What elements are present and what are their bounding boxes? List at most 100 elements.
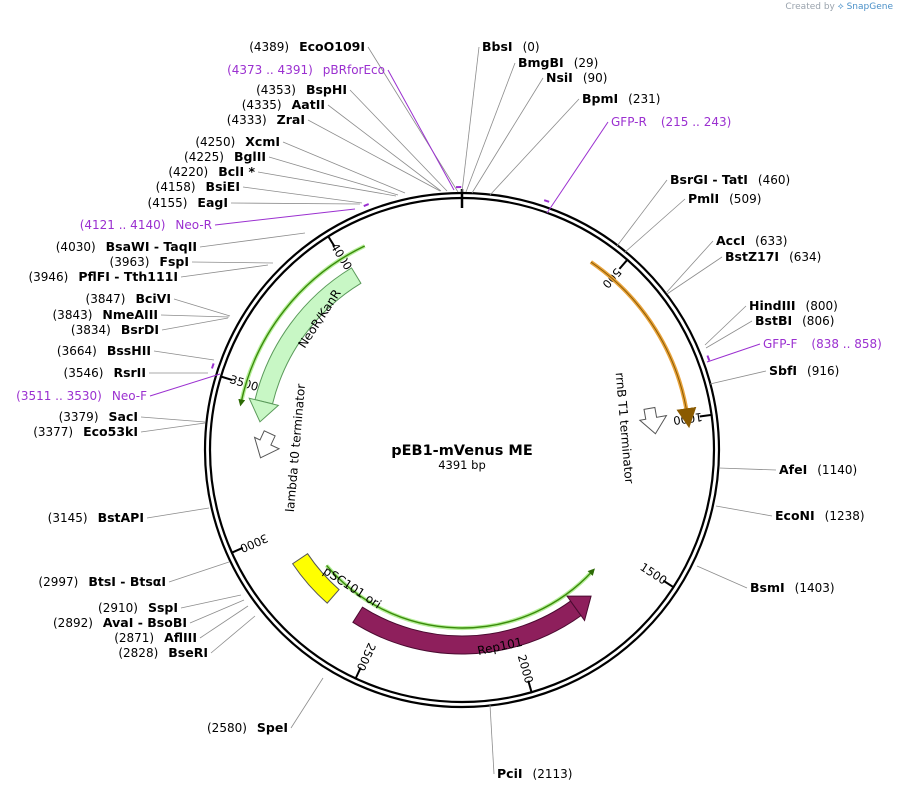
primer-gfp-r[interactable]: GFP-R(215 .. 243) — [543, 115, 731, 214]
site-ecoo109i[interactable]: (4389)EcoO109I — [249, 39, 459, 193]
site-bstz17i[interactable]: BstZ17I(634) — [666, 249, 821, 295]
site-sbfi[interactable]: SbfI(916) — [709, 363, 839, 385]
site-bglii[interactable]: (4225)BglII — [184, 149, 399, 196]
site-position: (3145) — [48, 511, 88, 525]
site-acci[interactable]: AccI(633) — [665, 233, 787, 294]
site-avai[interactable]: (2892)AvaI - BsoBI — [53, 599, 245, 630]
site-bbsi[interactable]: BbsI(0) — [461, 39, 540, 193]
site-name: XcmI — [245, 134, 280, 149]
site-bcivi[interactable]: (3847)BciVI — [86, 291, 231, 317]
lambda-terminator-arrow-icon — [253, 430, 281, 459]
site-position: (2910) — [98, 601, 138, 615]
site-connector — [189, 599, 245, 624]
site-pflfi[interactable]: (3946)PflFI - Tth111I — [28, 264, 269, 284]
snapgene-logo-icon: ⟡ — [837, 2, 844, 12]
site-fspi[interactable]: (3963)FspI — [110, 254, 274, 269]
site-bsawi[interactable]: (4030)BsaWI - TaqII — [56, 232, 306, 254]
site-pmli[interactable]: PmlI(509) — [623, 191, 761, 254]
site-afei[interactable]: AfeI(1140) — [718, 462, 857, 477]
site-connector — [140, 416, 206, 423]
site-bsmi[interactable]: BsmI(1403) — [696, 565, 835, 595]
site-position: (3946) — [28, 270, 68, 284]
site-saci[interactable]: (3379)SacI — [59, 409, 206, 424]
site-label: BpmI(231) — [582, 91, 660, 106]
site-bstbi[interactable]: BstBI(806) — [705, 313, 834, 349]
site-bsphi[interactable]: (4353)BspHI — [256, 82, 448, 192]
site-connector — [709, 370, 767, 385]
primer-label: GFP-F(838 .. 858) — [763, 337, 882, 351]
site-pcii[interactable]: PciI(2113) — [489, 704, 573, 781]
site-connector — [257, 171, 397, 197]
site-zrai[interactable]: (4333) ZraI — [227, 112, 441, 192]
site-aatii[interactable]: (4335)AatII — [242, 97, 442, 192]
primer-bar — [543, 199, 550, 203]
site-bseri[interactable]: (2828)BseRI — [118, 615, 256, 660]
site-sspi[interactable]: (2910)SspI — [98, 594, 242, 615]
site-bsrgi[interactable]: BsrGI - TatI(460) — [616, 172, 790, 247]
site-position: (3379) — [59, 410, 99, 424]
primer-range: (3511 .. 3530) — [16, 389, 102, 403]
primer-label: (4121 .. 4140)Neo-R — [80, 218, 212, 232]
primer-bar — [211, 363, 215, 369]
site-bstapi[interactable]: (3145) BstAPI — [48, 507, 210, 525]
site-label: AfeI(1140) — [779, 462, 857, 477]
site-connector — [465, 62, 516, 193]
site-eco53ki[interactable]: (3377)Eco53kI — [33, 422, 206, 439]
site-bpmi[interactable]: BpmI(231) — [489, 91, 660, 196]
site-nmeaiii[interactable]: (3843)NmeAIII — [53, 307, 230, 322]
neor-kanr-feature — [254, 267, 362, 405]
site-name: AvaI - BsoBI — [103, 615, 187, 630]
site-position: (4353) — [256, 83, 296, 97]
rrnb-terminator-arrow-icon — [638, 406, 668, 435]
site-position: (3377) — [33, 425, 73, 439]
tick-mark — [618, 258, 629, 270]
site-econi[interactable]: EcoNI(1238) — [715, 505, 865, 523]
site-bmgbi[interactable]: BmgBI(29) — [465, 55, 598, 193]
site-label: HindIII (800) — [749, 298, 838, 313]
site-label: (2892)AvaI - BsoBI — [53, 615, 187, 630]
site-bsiei[interactable]: (4158)BsiEI — [156, 179, 363, 204]
site-eagi[interactable]: (4155) EagI — [148, 195, 361, 210]
primer-gfp-f[interactable]: GFP-F(838 .. 858) — [706, 337, 882, 363]
site-connector — [705, 320, 753, 349]
primer-neo-f[interactable]: (3511 .. 3530)Neo-F — [16, 363, 221, 403]
site-label: (2580)SpeI — [207, 720, 288, 735]
primer-pbrforeco[interactable]: (4373 .. 4391)pBRforEco — [227, 63, 462, 191]
site-name: EagI — [197, 195, 228, 210]
site-name: AccI — [716, 233, 745, 248]
site-name: ZraI — [277, 112, 305, 127]
site-xcmi[interactable]: (4250)XcmI — [195, 134, 406, 194]
site-afliii[interactable]: (2871)AflIII — [114, 605, 249, 645]
site-label: (2871)AflIII — [114, 630, 197, 645]
site-label: EcoNI(1238) — [775, 508, 865, 523]
site-name: HindIII — [749, 298, 796, 313]
site-position: (800) — [806, 299, 838, 313]
primer-neo-r[interactable]: (4121 .. 4140)Neo-R — [80, 203, 370, 232]
site-connector — [161, 317, 229, 331]
primer-connector — [706, 343, 761, 363]
site-connector — [191, 261, 274, 264]
site-hindiii[interactable]: HindIII (800) — [704, 298, 838, 346]
primer-label: GFP-R(215 .. 243) — [611, 115, 731, 129]
site-btsi[interactable]: (2997)BtsI - BtsαI — [38, 561, 230, 589]
site-rsrii[interactable]: (3546) RsrII — [64, 365, 208, 380]
site-label: (3834)BsrDI — [71, 322, 159, 337]
site-label: (4158)BsiEI — [156, 179, 240, 194]
site-bcli[interactable]: (4220)BclI * — [168, 164, 397, 197]
site-bsrdi[interactable]: (3834)BsrDI — [71, 317, 229, 337]
site-name: BstAPI — [98, 510, 144, 525]
site-label: BstBI(806) — [755, 313, 834, 328]
site-position: (3546) — [64, 366, 104, 380]
site-spei[interactable]: (2580)SpeI — [207, 677, 324, 735]
site-position: (90) — [583, 71, 608, 85]
site-label: BsmI(1403) — [750, 580, 835, 595]
site-position: (4333) — [227, 113, 267, 127]
site-position: (4155) — [148, 196, 188, 210]
site-nsii[interactable]: NsiI(90) — [471, 70, 608, 194]
site-position: (2113) — [533, 767, 573, 781]
site-position: (806) — [802, 314, 834, 328]
site-bsshii[interactable]: (3664)BssHII — [57, 343, 215, 361]
site-name: RsrII — [113, 365, 146, 380]
site-name: BciVI — [135, 291, 171, 306]
primer-range: (4373 .. 4391) — [227, 63, 313, 77]
